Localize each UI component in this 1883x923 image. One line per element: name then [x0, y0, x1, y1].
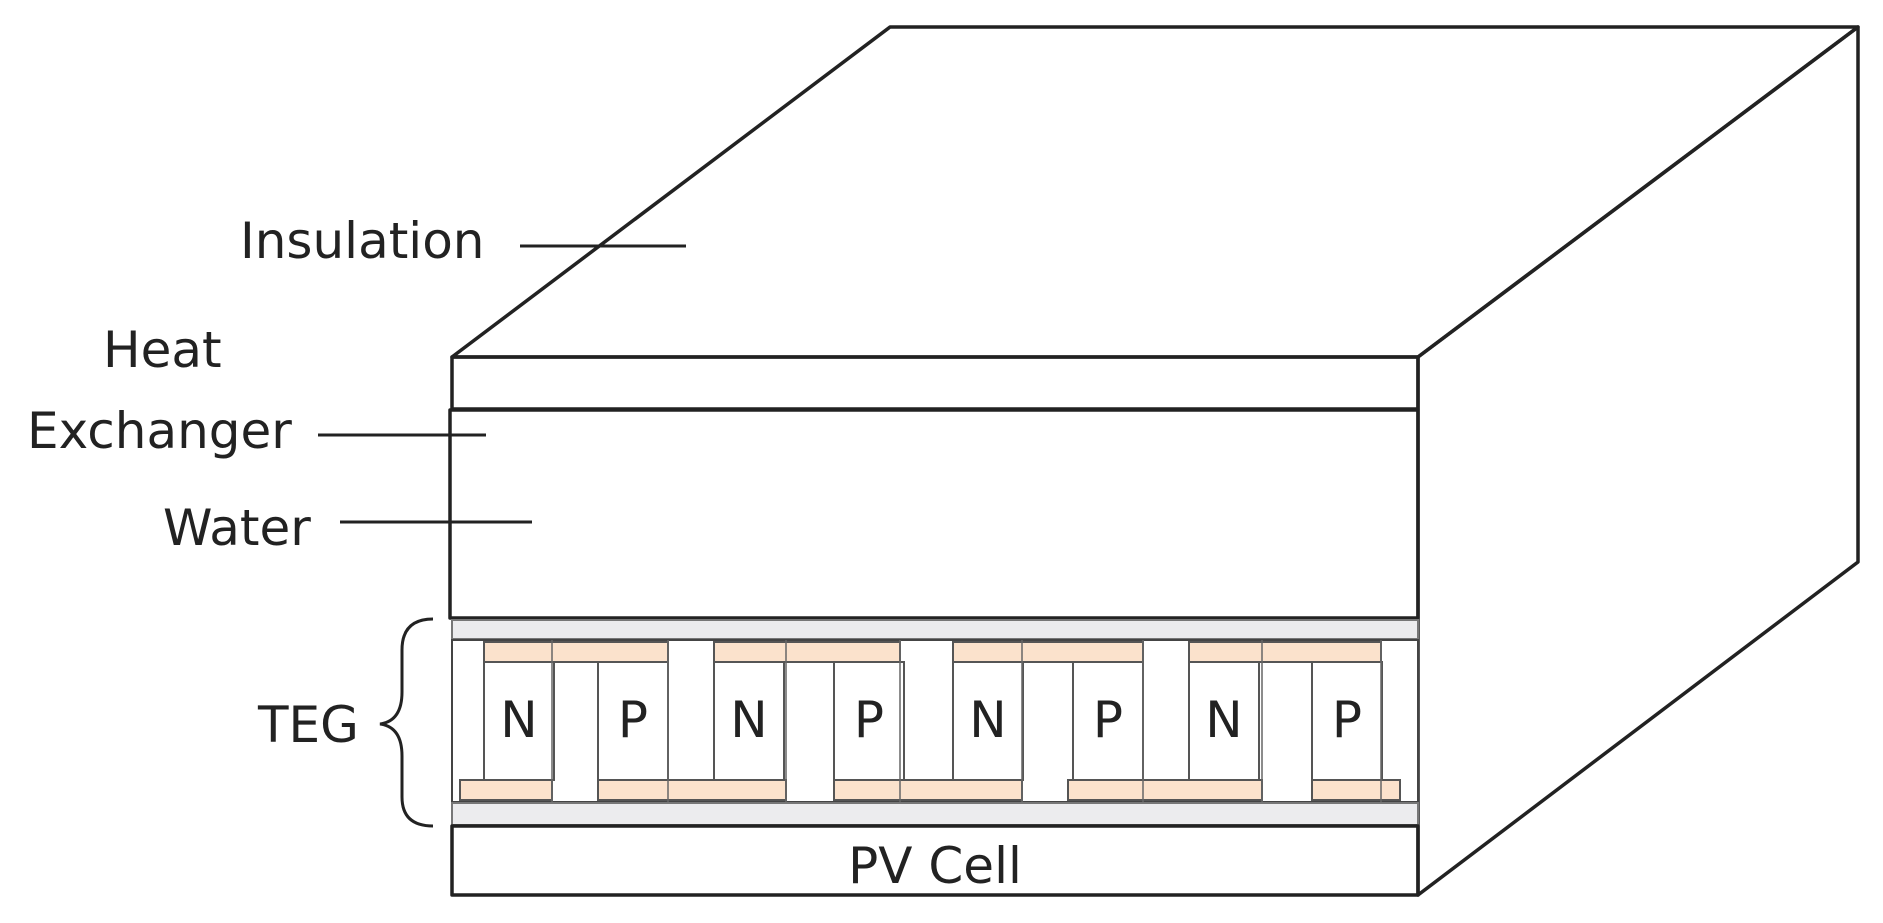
box-top-face	[450, 25, 1860, 359]
teg-leg-label: N	[969, 691, 1006, 749]
bottom-electrode	[1067, 779, 1263, 801]
teg-frame	[451, 639, 1419, 803]
bottom-electrode	[1311, 779, 1401, 801]
heat-exchanger-layer	[448, 408, 1420, 620]
water-label: Water	[163, 499, 311, 557]
top-electrode	[483, 641, 669, 663]
water-channel	[1113, 448, 1247, 582]
teg-bottom-plate	[451, 802, 1419, 826]
teg-label: TEG	[257, 696, 359, 754]
teg-leg-n	[713, 661, 785, 781]
teg-leg-p	[597, 661, 669, 781]
teg-leg-label: P	[854, 691, 884, 749]
insulation-label: Insulation	[240, 212, 484, 270]
teg-leg-n	[1188, 661, 1260, 781]
teg-leg-label: N	[730, 691, 767, 749]
top-electrode	[713, 641, 901, 663]
teg-leg-n	[952, 661, 1024, 781]
teg-leg-label: N	[500, 691, 537, 749]
teg-leg-label: P	[1332, 691, 1362, 749]
teg-top-plate	[451, 619, 1419, 640]
teg-leg-label: N	[1205, 691, 1242, 749]
teg-leg-label: P	[1093, 691, 1123, 749]
water-channel	[463, 448, 597, 582]
water-channels	[463, 448, 1402, 582]
water-channel	[783, 448, 917, 582]
teg-leg-label: P	[618, 691, 648, 749]
heat-label: Heat	[103, 321, 222, 379]
pv-cell-label: PV Cell	[848, 837, 1022, 895]
teg-leg-p	[1072, 661, 1144, 781]
water-channel	[1268, 448, 1402, 582]
top-electrode	[952, 641, 1144, 663]
teg-brace	[379, 617, 434, 828]
teg-leg-p	[1311, 661, 1383, 781]
box-right-face	[1416, 25, 1860, 897]
bottom-electrode	[597, 779, 787, 801]
teg-leg-n	[483, 661, 555, 781]
water-channel	[623, 448, 757, 582]
water-channel	[948, 448, 1082, 582]
bottom-electrode	[459, 779, 553, 801]
exchanger-label: Exchanger	[27, 402, 292, 460]
teg-leg-p	[833, 661, 905, 781]
top-electrode	[1188, 641, 1382, 663]
bottom-electrode	[833, 779, 1023, 801]
pv-cell-layer	[450, 824, 1420, 897]
insulation-layer	[450, 355, 1420, 411]
